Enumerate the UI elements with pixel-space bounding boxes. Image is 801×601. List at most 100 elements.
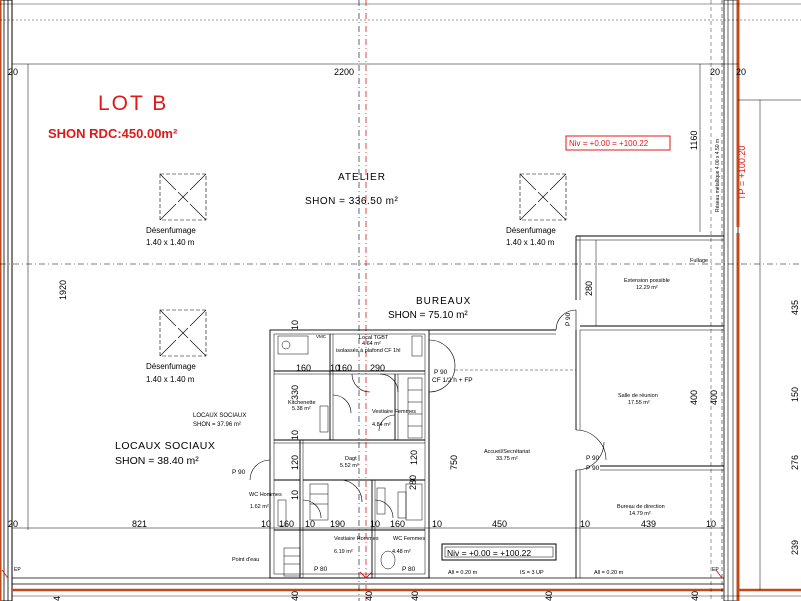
- dim-bottom-11: 439: [641, 519, 656, 529]
- atelier-name: ATELIER: [338, 172, 386, 183]
- dim-bottom-8: 10: [432, 519, 442, 529]
- dim-bottom-1: 821: [132, 519, 147, 529]
- dim-top-2: 20: [710, 67, 720, 77]
- dim-inner-13: 280: [584, 281, 594, 296]
- dim-inner-18: 40: [544, 591, 554, 601]
- accueil-area: 33.75 m²: [496, 456, 518, 462]
- shon-rdc: SHON RDC:450.00m²: [48, 126, 178, 141]
- dim-inner-3: 290: [370, 363, 385, 373]
- dim-inner-10: 750: [449, 455, 459, 470]
- dim-inner-15: 40: [290, 591, 300, 601]
- vest-femmes-name: Vestiaire Femmes: [372, 409, 416, 415]
- dim-right-4: 239: [790, 540, 800, 555]
- dim-right-2: 150: [790, 387, 800, 402]
- dim-inner-19: 40: [690, 591, 700, 601]
- ep-note-1: EP: [14, 567, 21, 573]
- dim-right-3: 276: [790, 455, 800, 470]
- vmc-note: VMC: [316, 334, 327, 339]
- is-note: IS = 3 UP: [520, 570, 544, 576]
- dim-inner-2: 10: [330, 363, 340, 373]
- vest-hommes-area: 6.19 m²: [334, 549, 353, 555]
- salle-area: 17.55 m²: [628, 400, 650, 406]
- dim-inner-14: 280: [408, 475, 418, 490]
- doors: [249, 309, 607, 519]
- degt-area: 5.52 m²: [340, 463, 359, 469]
- wc-femmes-area: 4.48 m²: [392, 549, 411, 555]
- dim-inner-8: 120: [409, 450, 419, 465]
- fixtures: [277, 335, 423, 577]
- dim-inner-17: 40: [410, 591, 420, 601]
- point-eau-note: Point d'eau: [232, 557, 259, 563]
- wc-hommes-name: WC Hommes: [249, 492, 282, 498]
- dim-bottom-0: 20: [8, 519, 18, 529]
- dim-left-0: 1920: [58, 280, 68, 300]
- wc-hommes-area: 1.62 m²: [250, 504, 269, 510]
- all-note-1: All = 0.20 m: [448, 570, 478, 576]
- dim-inner-4: 330: [290, 385, 300, 400]
- dim-top-1: 2200: [334, 67, 354, 77]
- locaux-sociaux-small-shon: SHON = 37.96 m²: [193, 422, 241, 428]
- desenfumage-label-2: Désenfumage: [506, 226, 556, 235]
- dim-bottom-5: 190: [330, 519, 345, 529]
- p90-note-2: P 90: [232, 469, 246, 476]
- desenfumage-size-2: 1.40 x 1.40 m: [506, 238, 555, 247]
- dim-inner-9: 160: [337, 363, 352, 373]
- tgbt-name: Local TGBT: [359, 335, 389, 341]
- bureaux-shon: SHON = 75.10 m²: [388, 310, 468, 321]
- p90-note-4: P 90: [586, 465, 600, 472]
- ep-note-2: EP: [712, 567, 719, 573]
- extension-area: 12.29 m²: [636, 285, 658, 291]
- p90-note-5: P 90: [565, 312, 572, 326]
- direction-area: 14.79 m²: [629, 511, 651, 517]
- dim-inner-11: 400: [689, 390, 699, 405]
- desenfumage-symbols: [159, 173, 567, 357]
- kitchenette-name: Kitchenette: [288, 400, 316, 406]
- vest-femmes-area: 4.84 m²: [372, 422, 391, 428]
- dim-bottom-10: 10: [580, 519, 590, 529]
- dim-bottom-7: 160: [390, 519, 405, 529]
- accueil-name: Accueil/Secrétariat: [484, 449, 530, 455]
- level-top: Niv = +0.00 = +100.22: [569, 139, 649, 148]
- reseau-note: Réseau métallique 4.00 x 4.50 m: [715, 139, 721, 212]
- dim-inner-16: 40: [364, 591, 374, 601]
- dim-right-1: 435: [790, 300, 800, 315]
- dim-inner-12: 400: [709, 390, 719, 405]
- red-markers: [1, 569, 723, 579]
- direction-name: Bureau de direction: [617, 504, 665, 510]
- p90-note-3: P 90: [586, 455, 600, 462]
- tp-level: TP = +100.20: [737, 146, 747, 200]
- dim-bottom-9: 450: [492, 519, 507, 529]
- dim-bottom-12: 10: [706, 519, 716, 529]
- dim-inner-1: 160: [296, 363, 311, 373]
- desenfumage-size-1: 1.40 x 1.40 m: [146, 238, 195, 247]
- atelier-shon: SHON = 336.50 m²: [305, 196, 398, 207]
- tgbt-note: isolassés à plafond CF 1hl: [336, 348, 401, 354]
- dim-bottom-3: 160: [279, 519, 294, 529]
- extension-name: Extension possible: [624, 278, 670, 284]
- locaux-sociaux-small-name: LOCAUX SOCIAUX: [193, 413, 246, 419]
- desenfumage-size-3: 1.40 x 1.40 m: [146, 375, 195, 384]
- desenfumage-label-3: Désenfumage: [146, 362, 196, 371]
- desenfumage-label-1: Désenfumage: [146, 226, 196, 235]
- locaux-sociaux-name: LOCAUX SOCIAUX: [115, 440, 215, 452]
- salle-name: Salle de réunion: [618, 393, 658, 399]
- dim-bottom-6: 10: [370, 519, 380, 529]
- vest-hommes-name: Vestiaire Hommes: [334, 536, 379, 542]
- tgbt-area: 4.64 m²: [362, 341, 381, 347]
- level-bottom: Niv = +0.00 = +100.22: [447, 548, 531, 558]
- dim-inner-7: 10: [290, 490, 300, 500]
- dim-bottom-2: 10: [261, 519, 271, 529]
- dim-top-0: 20: [8, 67, 18, 77]
- dim-inner-5: 10: [290, 430, 300, 440]
- kitchenette-area: 5.38 m²: [292, 406, 311, 412]
- level-boxes: [441, 135, 671, 561]
- cf-note: CF 1/2 h + FP: [432, 377, 473, 384]
- all-note-2: All = 0.20 m: [594, 570, 624, 576]
- dim-right-0: 1160: [689, 131, 699, 150]
- dim-inner-6: 120: [290, 455, 300, 470]
- wc-femmes-name: WC Femmes: [393, 536, 425, 542]
- locaux-sociaux-shon: SHON = 38.40 m²: [115, 455, 199, 467]
- p90-note-1: P 90: [434, 369, 448, 376]
- lot-title: LOT B: [98, 92, 168, 115]
